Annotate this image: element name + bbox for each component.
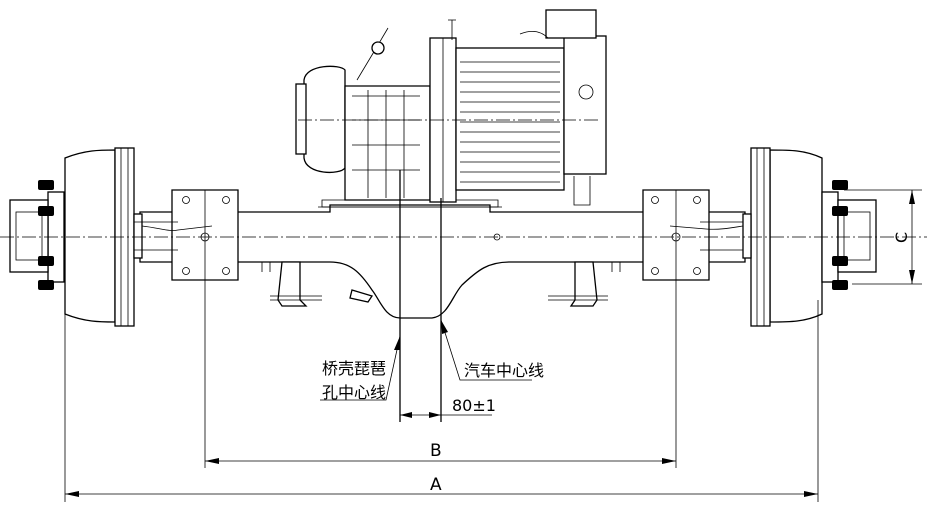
housing-bore-label-line1: 桥壳琵琶	[322, 359, 386, 378]
brake-lines	[141, 225, 744, 231]
vehicle-center-line-label: 汽车中心线	[464, 361, 544, 380]
center-lines	[0, 119, 927, 422]
dimension-b-label: B	[430, 441, 442, 461]
drive-motor	[295, 9, 607, 206]
right-wheel-hub	[700, 147, 877, 327]
housing-bore-label-line2: 孔中心线	[322, 383, 386, 402]
lower-brackets	[261, 233, 621, 307]
dimension-a-label: A	[430, 475, 442, 495]
dimension-lines	[64, 189, 922, 502]
dimension-c-label: C	[892, 232, 911, 243]
offset-dimension-label: 80±1	[452, 396, 496, 415]
